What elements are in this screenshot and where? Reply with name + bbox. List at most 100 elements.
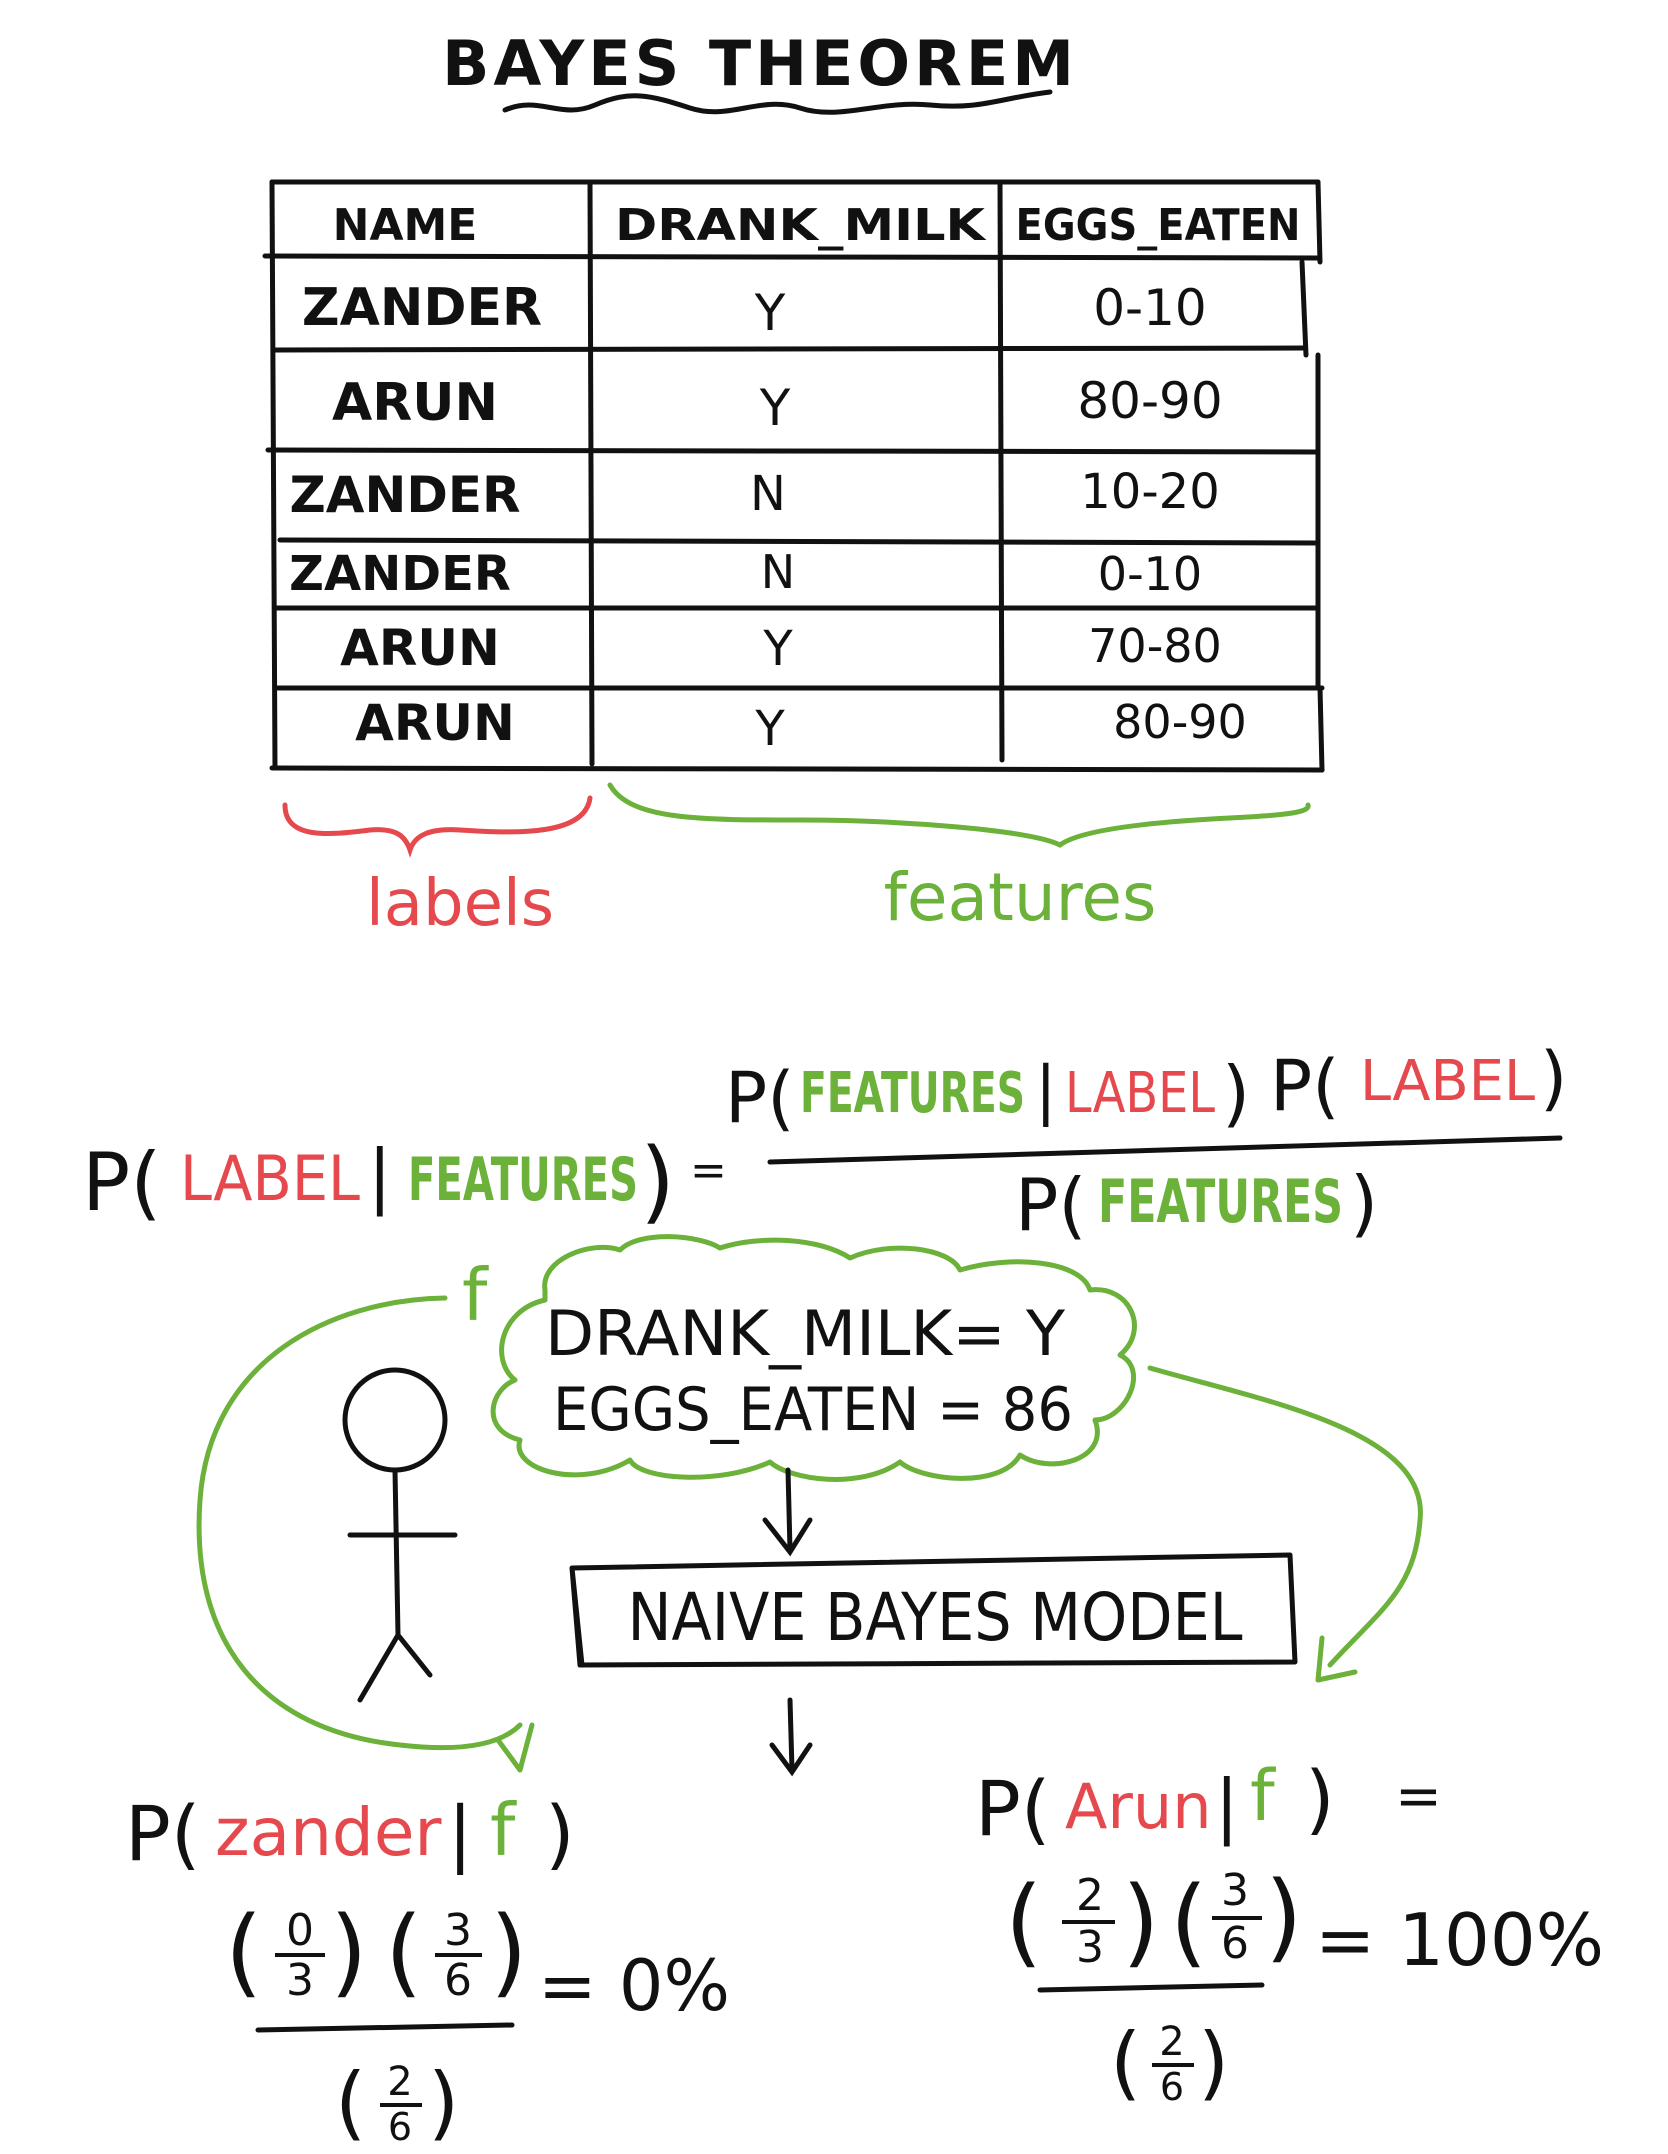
table-cell: 70-80 [1088, 619, 1222, 673]
table-cell: 80-90 [1113, 695, 1247, 749]
arun-main-bar [1037, 1982, 1265, 1993]
zander-paren: ) [330, 1896, 367, 2008]
labels-brace [282, 795, 593, 858]
table-cell: N [750, 466, 786, 522]
arun-calculation: P( Arun | f ) = ( 2 3 ) ( 3 6 ) ( 2 6 ) … [975, 1754, 1604, 2109]
down-arrow-to-model [762, 1467, 813, 1557]
zander-dn: 2 [387, 2059, 412, 2105]
feature-cloud [490, 1234, 1137, 1482]
table-cell: Y [754, 284, 786, 342]
table-cell: Y [759, 379, 791, 437]
table-cell: 10-20 [1080, 464, 1219, 520]
arun-n2: 3 [1221, 1865, 1249, 1916]
table-cell: ARUN [355, 694, 515, 752]
formula-num-label: LABEL [1065, 1061, 1215, 1126]
zander-calculation: P( zander | f ) ( 0 3 ) ( 3 6 ) ( 2 6 ) … [125, 1788, 730, 2149]
features-caption: features [884, 859, 1157, 936]
zander-n1: 0 [286, 1905, 314, 1956]
zander-n2: 3 [444, 1905, 472, 1956]
arun-paren: ( [1005, 1866, 1042, 1978]
arun-close: ) [1305, 1754, 1335, 1843]
zander-dd: 6 [388, 2105, 412, 2149]
zander-label: zander [215, 1794, 442, 1871]
arun-label: Arun [1065, 1770, 1212, 1843]
cloud-line-eggs-eaten: EGGS_EATEN = 86 [553, 1375, 1073, 1445]
arun-dn: 2 [1159, 2019, 1184, 2065]
table-cell: 0-10 [1098, 547, 1202, 601]
zander-prefix: P( [125, 1789, 200, 1878]
arun-paren: ( [1110, 2016, 1141, 2109]
features-brace [607, 782, 1311, 848]
formula-equals: = [690, 1145, 727, 1196]
arun-n1: 2 [1076, 1870, 1104, 1921]
arun-paren: ) [1122, 1866, 1159, 1978]
zander-d2: 6 [444, 1955, 472, 2006]
model-box [569, 1552, 1298, 1668]
title-underline [502, 89, 1053, 115]
zander-close: ) [545, 1789, 575, 1878]
zander-paren: ( [385, 1896, 422, 2008]
arun-f: f [1250, 1755, 1276, 1837]
formula-num-close2: ) [1540, 1037, 1567, 1119]
zander-paren: ( [225, 1896, 262, 2008]
zander-paren: ) [428, 2056, 459, 2149]
table-cell: ARUN [332, 373, 498, 433]
zander-d1: 3 [286, 1955, 314, 2006]
formula-lhs-close: ) [640, 1129, 675, 1234]
formula-num-close1: ) [1222, 1051, 1250, 1135]
formula-num-label2: LABEL [1360, 1049, 1535, 1114]
arun-bar: | [1215, 1765, 1239, 1847]
arun-dd: 6 [1160, 2065, 1184, 2109]
table-cell: ZANDER [290, 466, 521, 524]
zander-paren: ) [490, 1896, 527, 2008]
zander-bar: | [448, 1791, 472, 1876]
zander-main-bar [255, 2022, 515, 2033]
formula-lhs-label: LABEL [180, 1142, 360, 1215]
table-header-drank-milk: DRANK_MILK [615, 200, 987, 251]
arun-paren: ) [1265, 1861, 1302, 1973]
arun-paren: ) [1198, 2016, 1229, 2109]
formula-fraction-bar [767, 1135, 1563, 1165]
table-cell: Y [754, 701, 785, 757]
data-table [262, 179, 1325, 773]
table-header-eggs-eaten: EGGS_EATEN [1016, 200, 1301, 251]
bayes-formula: P( LABEL | FEATURES ) = P( FEATURES | LA… [82, 1037, 1567, 1247]
f-marker: f [462, 1253, 489, 1337]
arrow-to-zander-head [495, 1722, 535, 1773]
formula-lhs-features: FEATURES [408, 1145, 638, 1215]
arun-prefix: P( [975, 1764, 1050, 1853]
formula-den-close: ) [1350, 1161, 1378, 1245]
zander-result: = 0% [538, 1945, 730, 2027]
arrow-to-arun-head [1315, 1635, 1358, 1683]
arrow-to-zander [196, 1295, 523, 1751]
zander-paren: ( [335, 2056, 366, 2149]
formula-num-p2: P( [1270, 1045, 1340, 1127]
arun-result: = 100% [1315, 1898, 1604, 1982]
table-cell: 80-90 [1077, 372, 1222, 430]
table-cell: ARUN [340, 619, 500, 677]
formula-den-features: FEATURES [1098, 1167, 1343, 1237]
arun-d2: 6 [1221, 1918, 1249, 1969]
formula-num-p1: P( [725, 1057, 795, 1139]
table-cell: ZANDER [289, 546, 511, 602]
page-title: BAYES THEOREM [442, 27, 1078, 100]
table-cell: 0-10 [1093, 279, 1206, 337]
cloud-line-drank-milk: DRANK_MILK= Y [545, 1297, 1065, 1370]
model-box-label: NAIVE BAYES MODEL [628, 1579, 1243, 1656]
table-cell: ZANDER [302, 278, 542, 338]
formula-den-p: P( [1015, 1163, 1087, 1247]
arun-d1: 3 [1076, 1922, 1104, 1973]
arun-paren: ( [1170, 1866, 1207, 1978]
person-icon [342, 1367, 458, 1703]
formula-num-bar: | [1035, 1054, 1057, 1128]
arun-eq: = [1395, 1764, 1442, 1829]
table-cell: N [761, 545, 795, 599]
table-cell: Y [762, 621, 793, 677]
arrow-to-arun [1147, 1365, 1423, 1668]
formula-lhs-bar: | [368, 1135, 392, 1217]
table-header-name: NAME [333, 200, 478, 251]
formula-num-features: FEATURES [800, 1061, 1025, 1126]
labels-caption: labels [366, 867, 554, 941]
zander-f: f [490, 1788, 517, 1872]
